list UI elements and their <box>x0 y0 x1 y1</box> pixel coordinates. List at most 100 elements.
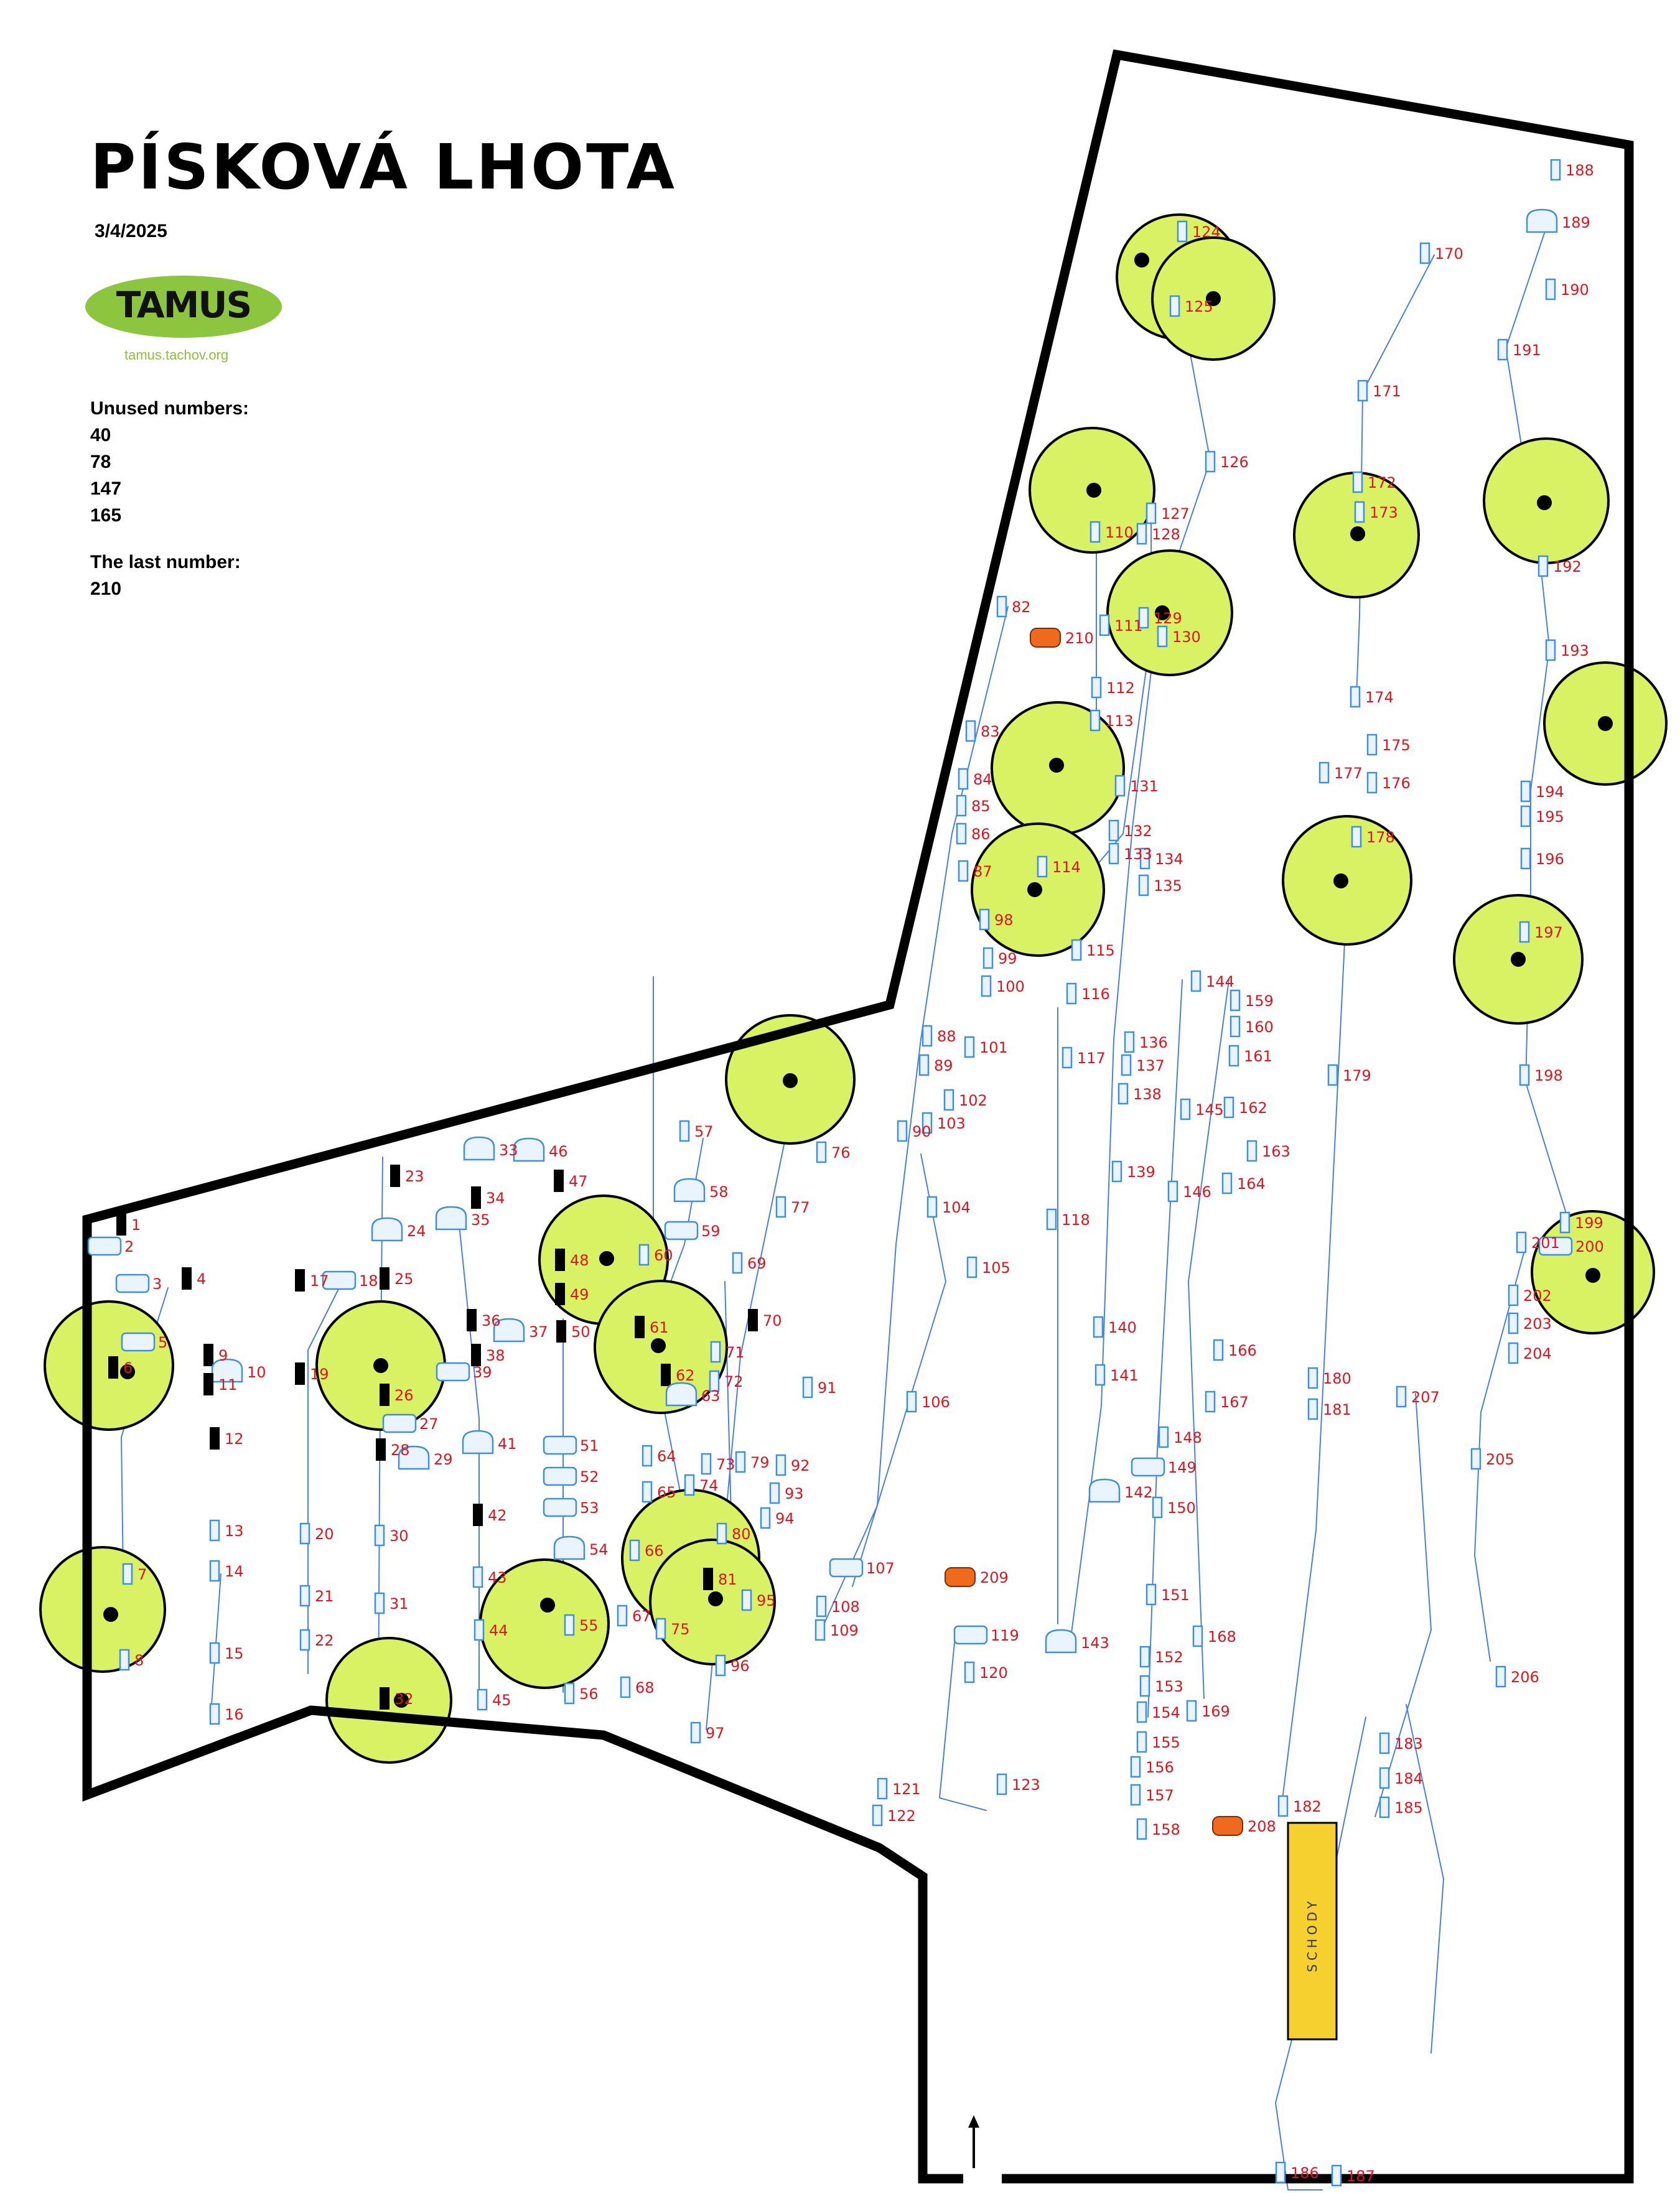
grave-95[interactable] <box>741 1589 752 1611</box>
grave-69[interactable] <box>732 1252 743 1274</box>
grave-153[interactable] <box>1139 1675 1150 1697</box>
grave-90[interactable] <box>897 1120 908 1142</box>
grave-11[interactable] <box>203 1373 213 1395</box>
grave-146[interactable] <box>1167 1180 1178 1203</box>
grave-110[interactable] <box>1090 521 1101 543</box>
grave-25[interactable] <box>380 1267 390 1290</box>
grave-51[interactable] <box>543 1435 577 1455</box>
grave-159[interactable] <box>1230 989 1241 1012</box>
grave-187[interactable] <box>1331 2164 1342 2187</box>
grave-70[interactable] <box>748 1309 758 1331</box>
grave-109[interactable] <box>814 1619 826 1641</box>
grave-141[interactable] <box>1094 1364 1106 1386</box>
grave-107[interactable] <box>829 1558 864 1578</box>
grave-3[interactable] <box>115 1273 150 1293</box>
grave-142[interactable] <box>1088 1478 1121 1503</box>
grave-98[interactable] <box>979 908 990 931</box>
grave-103[interactable] <box>922 1112 933 1134</box>
grave-37[interactable] <box>493 1318 525 1343</box>
grave-33[interactable] <box>463 1136 495 1161</box>
grave-124[interactable] <box>1177 220 1188 243</box>
grave-168[interactable] <box>1192 1625 1203 1647</box>
grave-38[interactable] <box>471 1344 481 1366</box>
grave-24[interactable] <box>371 1217 403 1242</box>
grave-2[interactable] <box>87 1236 122 1256</box>
grave-48[interactable] <box>555 1249 565 1271</box>
grave-114[interactable] <box>1037 855 1048 878</box>
grave-207[interactable] <box>1396 1385 1407 1408</box>
grave-125[interactable] <box>1169 295 1180 317</box>
grave-140[interactable] <box>1093 1316 1104 1338</box>
grave-36[interactable] <box>467 1309 477 1331</box>
grave-92[interactable] <box>775 1454 786 1476</box>
grave-91[interactable] <box>802 1376 813 1399</box>
grave-201[interactable] <box>1516 1231 1527 1254</box>
grave-57[interactable] <box>679 1120 690 1142</box>
grave-190[interactable] <box>1545 278 1556 300</box>
grave-203[interactable] <box>1508 1312 1519 1334</box>
grave-171[interactable] <box>1357 379 1368 402</box>
grave-55[interactable] <box>564 1614 575 1636</box>
grave-89[interactable] <box>918 1054 930 1076</box>
grave-184[interactable] <box>1379 1767 1390 1789</box>
grave-194[interactable] <box>1520 780 1531 803</box>
grave-115[interactable] <box>1071 939 1082 961</box>
grave-26[interactable] <box>380 1384 390 1406</box>
grave-162[interactable] <box>1223 1096 1234 1119</box>
grave-166[interactable] <box>1213 1339 1224 1361</box>
grave-86[interactable] <box>956 822 967 845</box>
grave-50[interactable] <box>556 1320 566 1343</box>
grave-185[interactable] <box>1379 1796 1390 1818</box>
grave-126[interactable] <box>1205 450 1216 473</box>
grave-186[interactable] <box>1275 2161 1286 2184</box>
grave-150[interactable] <box>1152 1496 1163 1519</box>
grave-176[interactable] <box>1366 771 1378 794</box>
grave-100[interactable] <box>981 975 992 997</box>
grave-77[interactable] <box>775 1196 786 1218</box>
grave-149[interactable] <box>1131 1457 1165 1477</box>
grave-106[interactable] <box>906 1390 917 1413</box>
grave-148[interactable] <box>1158 1426 1169 1448</box>
grave-169[interactable] <box>1186 1700 1197 1722</box>
grave-179[interactable] <box>1327 1064 1338 1086</box>
grave-197[interactable] <box>1519 921 1530 943</box>
grave-6[interactable] <box>108 1356 118 1379</box>
grave-180[interactable] <box>1307 1367 1318 1389</box>
grave-45[interactable] <box>477 1688 488 1711</box>
grave-34[interactable] <box>471 1186 481 1209</box>
grave-208[interactable] <box>1212 1816 1243 1836</box>
grave-9[interactable] <box>203 1344 213 1366</box>
grave-200[interactable] <box>1538 1236 1573 1256</box>
grave-99[interactable] <box>982 947 994 969</box>
grave-52[interactable] <box>543 1466 577 1486</box>
grave-143[interactable] <box>1045 1629 1077 1654</box>
grave-105[interactable] <box>966 1256 978 1278</box>
grave-42[interactable] <box>473 1504 483 1526</box>
grave-7[interactable] <box>122 1563 133 1585</box>
grave-54[interactable] <box>553 1535 586 1560</box>
grave-151[interactable] <box>1146 1583 1157 1606</box>
grave-87[interactable] <box>958 860 969 882</box>
grave-193[interactable] <box>1545 639 1556 661</box>
grave-16[interactable] <box>209 1703 220 1725</box>
grave-132[interactable] <box>1108 819 1119 842</box>
grave-44[interactable] <box>474 1619 485 1641</box>
grave-145[interactable] <box>1180 1098 1191 1120</box>
grave-20[interactable] <box>299 1522 310 1545</box>
grave-121[interactable] <box>877 1777 888 1800</box>
grave-199[interactable] <box>1559 1211 1570 1234</box>
grave-35[interactable] <box>435 1206 467 1231</box>
grave-46[interactable] <box>513 1137 545 1162</box>
grave-177[interactable] <box>1318 761 1330 784</box>
grave-144[interactable] <box>1190 970 1202 992</box>
grave-74[interactable] <box>684 1474 695 1496</box>
grave-156[interactable] <box>1130 1756 1141 1778</box>
grave-72[interactable] <box>709 1370 720 1392</box>
grave-73[interactable] <box>701 1453 712 1475</box>
grave-22[interactable] <box>299 1629 310 1651</box>
grave-178[interactable] <box>1351 826 1362 848</box>
grave-181[interactable] <box>1307 1398 1318 1420</box>
grave-27[interactable] <box>382 1413 417 1433</box>
grave-64[interactable] <box>642 1445 653 1467</box>
grave-101[interactable] <box>964 1036 975 1058</box>
